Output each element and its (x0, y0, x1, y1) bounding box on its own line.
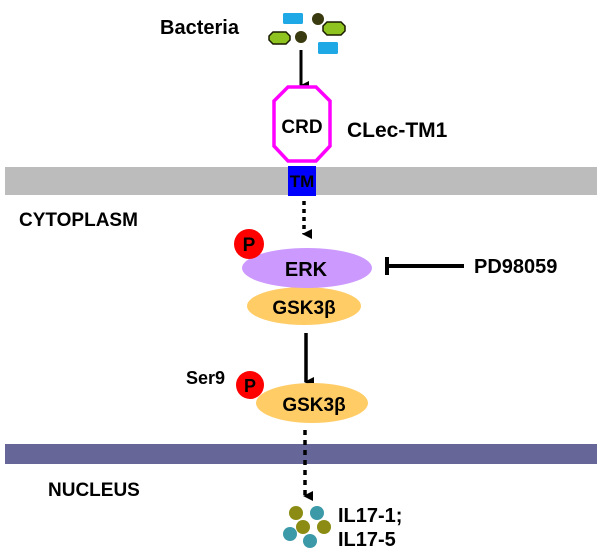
il17-dot-teal (283, 527, 297, 541)
cytoplasm-label: CYTOPLASM (19, 210, 138, 231)
inhibitor-label: PD98059 (474, 256, 557, 278)
crd-label: CRD (281, 117, 322, 138)
crd-domain (272, 85, 332, 163)
bacteria-green-octagon (322, 21, 346, 36)
il17-dot-olive (289, 506, 303, 520)
il17-dot-olive (296, 520, 310, 534)
nuclear-membrane (5, 444, 597, 464)
il17-label-line1: IL17-1; (338, 505, 402, 527)
tm-domain (288, 166, 316, 196)
phospho-badge-gsk3b (236, 371, 264, 399)
il17-dot-teal (303, 534, 317, 548)
il17-cluster (283, 506, 331, 548)
bacteria-green-octagon (268, 31, 291, 45)
il17-dot-teal (310, 506, 324, 520)
tm-label: TM (290, 172, 315, 191)
gsk3b-label-1: GSK3β (272, 298, 335, 319)
gsk3b-node-1 (247, 287, 361, 325)
bacteria-dark-dot (295, 31, 307, 43)
erk-label: ERK (285, 259, 328, 281)
bacteria-label: Bacteria (160, 17, 240, 39)
il17-dot-olive (317, 520, 331, 534)
nucleus-label: NUCLEUS (48, 480, 140, 501)
bacteria-blue-rect (283, 13, 303, 24)
phospho-label-gsk3b: P (244, 376, 256, 396)
gsk3b-label-2: GSK3β (282, 395, 345, 416)
bacteria-dark-dot (312, 13, 324, 25)
receptor-label: CLec-TM1 (347, 119, 448, 142)
erk-node (242, 248, 372, 288)
bacteria-blue-rect (318, 42, 338, 54)
ser9-label: Ser9 (186, 368, 225, 388)
phospho-label-erk: P (243, 235, 256, 256)
il17-label-line2: IL17-5 (338, 529, 396, 551)
phospho-badge-erk (234, 229, 264, 259)
bacteria-cluster (268, 13, 346, 54)
gsk3b-node-2 (256, 383, 368, 423)
